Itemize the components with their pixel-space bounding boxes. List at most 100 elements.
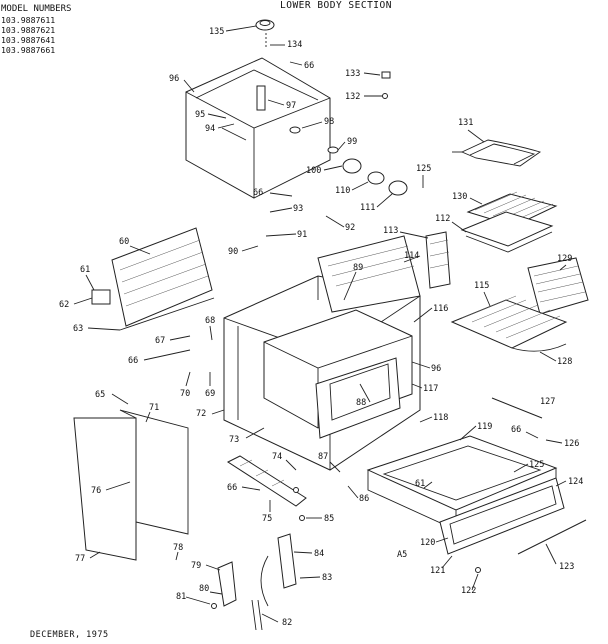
- callout-label: 119: [477, 422, 492, 432]
- callout-label: 74: [272, 452, 282, 462]
- callout-label: 114: [404, 251, 419, 261]
- callout-label: 66: [128, 356, 138, 366]
- models-heading: MODEL NUMBERS: [1, 4, 72, 14]
- callout-label: 71: [149, 403, 159, 413]
- callout-label: 125: [529, 460, 544, 470]
- part-133-clip: [381, 71, 391, 79]
- callout-label: 111: [360, 203, 375, 213]
- callout-label: 133: [345, 69, 360, 79]
- callout-label: 95: [195, 110, 205, 120]
- callout-labels: 135 134 66 96 97 95 94 98 99 100 110 111…: [59, 27, 583, 628]
- callout-label: 122: [461, 586, 476, 596]
- callout-label: A5: [397, 550, 407, 560]
- callout-label: 125: [416, 164, 431, 174]
- callout-label: 112: [435, 214, 450, 224]
- callout-label: 77: [75, 554, 85, 564]
- model-number: 103.9887621: [1, 25, 56, 35]
- part-82-rod: [251, 599, 263, 631]
- callout-label: 99: [347, 137, 357, 147]
- callout-label: 130: [452, 192, 467, 202]
- callout-label: 79: [191, 561, 201, 571]
- model-number: 103.9887611: [1, 15, 56, 25]
- callout-label: 134: [287, 40, 302, 50]
- callout-label: 92: [345, 223, 355, 233]
- callout-label: 82: [282, 618, 292, 628]
- callout-label: 132: [345, 92, 360, 102]
- callout-label: 127: [540, 397, 555, 407]
- callout-label: 62: [59, 300, 69, 310]
- callout-label: 94: [205, 124, 215, 134]
- part-96-upper-cavity: [185, 57, 331, 199]
- callout-label: 66: [253, 188, 263, 198]
- callout-label: 98: [324, 117, 334, 127]
- part-79-bracket: [217, 561, 237, 607]
- part-129-rack-support: [527, 257, 589, 315]
- callout-label: 126: [564, 439, 579, 449]
- callout-label: 110: [335, 186, 350, 196]
- part-123-rail: [517, 519, 587, 555]
- callout-label: 76: [91, 486, 101, 496]
- part-88-oven-liner: [263, 309, 413, 439]
- callout-label: 80: [199, 584, 209, 594]
- callout-label: 70: [180, 389, 190, 399]
- part-63-strip: [119, 297, 215, 331]
- part-82-spring: [260, 555, 269, 607]
- callout-label: 89: [353, 263, 363, 273]
- callout-label: 116: [433, 304, 448, 314]
- model-number: 103.9887641: [1, 35, 56, 45]
- part-75-kickplate: [226, 455, 307, 507]
- callout-label: 66: [511, 425, 521, 435]
- callout-label: 96: [169, 74, 179, 84]
- callout-label: 84: [314, 549, 324, 559]
- callout-label: 123: [559, 562, 574, 572]
- callout-label: 78: [173, 543, 183, 553]
- leader-lines: [73, 25, 567, 623]
- callout-label: 85: [324, 514, 334, 524]
- model-number: 103.9887661: [1, 45, 56, 55]
- callout-label: 91: [297, 230, 307, 240]
- part-76-side-panel: [73, 409, 189, 561]
- callout-label: 83: [322, 573, 332, 583]
- part-135-cap: [255, 19, 275, 48]
- callout-label: 68: [205, 316, 215, 326]
- part-60-back-panel: [91, 227, 213, 327]
- callout-label: 61: [80, 265, 90, 275]
- callout-label: 128: [557, 357, 572, 367]
- callout-label: 97: [286, 101, 296, 111]
- callout-label: 63: [73, 324, 83, 334]
- part-120-drawer-front: [439, 477, 565, 555]
- callout-label: 75: [262, 514, 272, 524]
- callout-label: 81: [176, 592, 186, 602]
- part-110-ring: [367, 171, 385, 185]
- callout-label: 113: [383, 226, 398, 236]
- callout-label: 117: [423, 384, 438, 394]
- part-85-screw: [293, 487, 299, 493]
- callout-label: 115: [474, 281, 489, 291]
- callout-label: 124: [568, 477, 583, 487]
- callout-label: 73: [229, 435, 239, 445]
- callout-label: 66: [304, 61, 314, 71]
- part-111-ring: [388, 180, 408, 196]
- part-112-broiler-pan: [460, 211, 554, 253]
- callout-label: 100: [306, 166, 321, 176]
- part-100-ring: [342, 158, 362, 174]
- callout-label: 90: [228, 247, 238, 257]
- callout-label: 66: [227, 483, 237, 493]
- callout-label: 120: [420, 538, 435, 548]
- callout-label: 61: [415, 479, 425, 489]
- section-title: LOWER BODY SECTION: [280, 0, 392, 11]
- part-113-panel: [425, 231, 451, 289]
- part-81-screw: [211, 603, 217, 609]
- callout-label: 131: [458, 118, 473, 128]
- callout-label: 60: [119, 237, 129, 247]
- callout-label: 65: [95, 390, 105, 400]
- callout-label: 121: [430, 566, 445, 576]
- part-131-broil-element: [452, 139, 542, 167]
- callout-label: 86: [359, 494, 369, 504]
- callout-label: 88: [356, 398, 366, 408]
- callout-label: 69: [205, 389, 215, 399]
- part-84-hinge: [277, 533, 297, 589]
- part-127-rail: [491, 397, 543, 419]
- callout-label: 67: [155, 336, 165, 346]
